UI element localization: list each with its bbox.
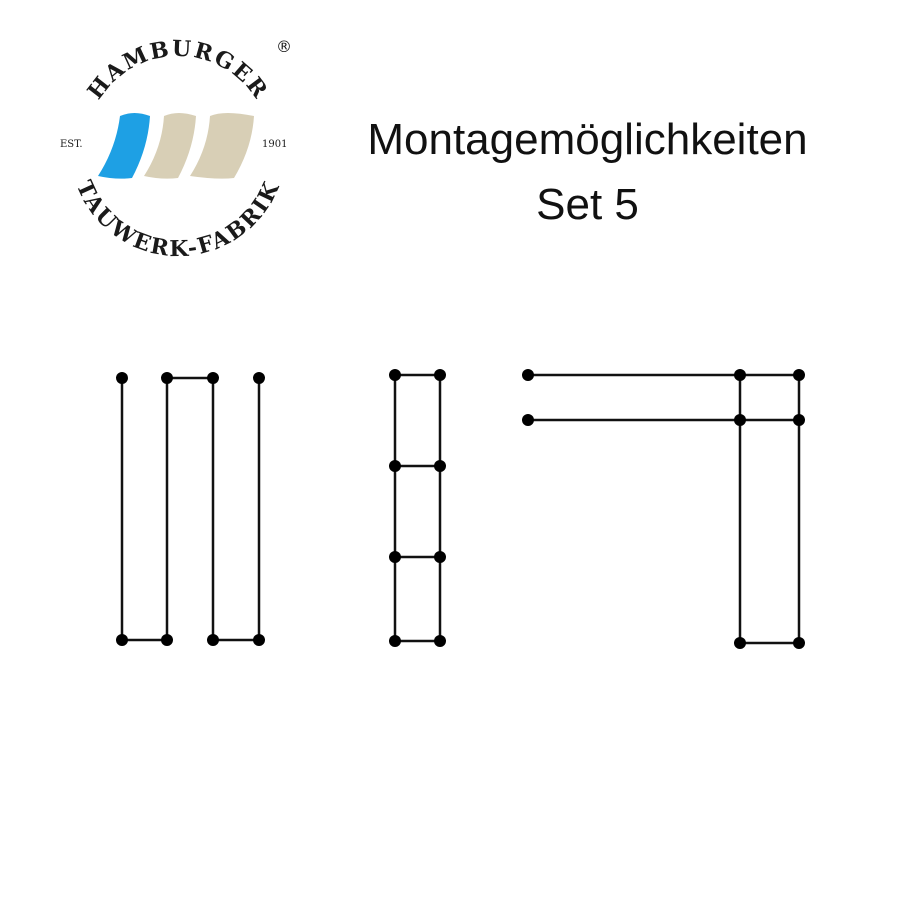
mounting-option-1 [116,372,265,646]
page-title: Montagemöglichkeiten [367,115,808,164]
mount-point [253,634,265,646]
mount-point [207,634,219,646]
logo-strand-blue-icon [98,113,150,179]
mount-point [734,369,746,381]
mounting-option-3 [522,369,805,649]
mount-point [389,369,401,381]
mount-point [116,634,128,646]
mount-point [253,372,265,384]
mount-point [161,372,173,384]
mount-point [793,369,805,381]
brand-logo: HAMBURGER TAUWERK-FABRIK ® EST. 1901 [60,36,292,262]
mount-point [116,372,128,384]
mount-point [734,414,746,426]
mount-point [207,372,219,384]
mount-point [793,637,805,649]
mount-point [389,551,401,563]
mount-point [522,369,534,381]
mount-point [161,634,173,646]
mount-point [389,460,401,472]
mount-point [734,637,746,649]
mount-point [434,551,446,563]
mount-point [434,635,446,647]
page-subtitle: Set 5 [536,180,639,229]
logo-strand-beige-icon [144,113,196,179]
mount-point [793,414,805,426]
logo-strand-beige-icon [190,113,254,179]
registered-mark: ® [276,37,292,56]
mounting-option-2 [389,369,446,647]
logo-est-label: EST. [60,139,83,150]
mount-point [434,460,446,472]
mount-point [434,369,446,381]
mount-point [522,414,534,426]
logo-est-year: 1901 [262,139,287,150]
mount-point [389,635,401,647]
